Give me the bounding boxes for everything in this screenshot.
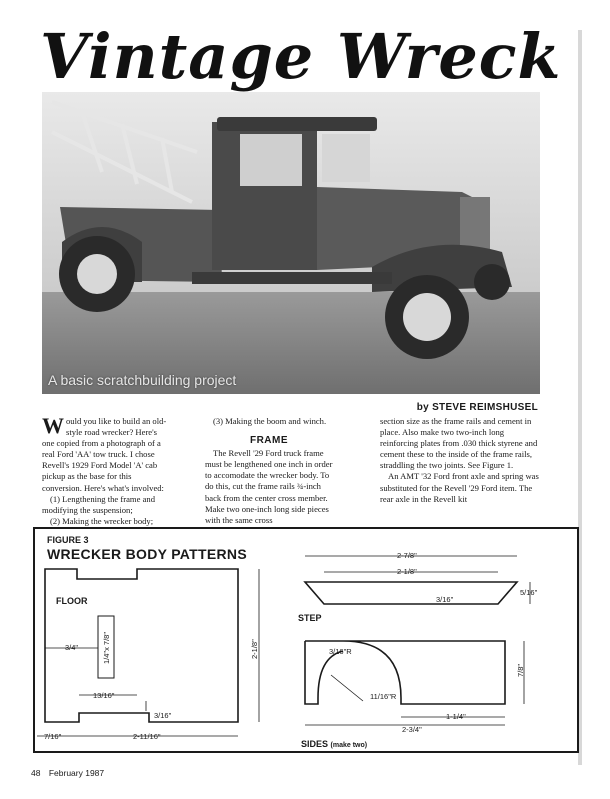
dim-floor-2-11-16: 2-11/16" <box>133 732 161 741</box>
dim-step-2-7-8: 2-7/8" <box>397 551 417 560</box>
dim-line <box>330 674 364 702</box>
truck-illustration <box>42 92 540 394</box>
dim-step-3-16: 3/16" <box>436 595 454 604</box>
byline: by STEVE REIMSHUSEL <box>416 402 538 413</box>
step-outline <box>303 581 519 605</box>
dim-step-2-1-8: 2-1/8" <box>397 567 417 576</box>
intro-text: ould you like to build an old-style road… <box>42 416 167 493</box>
figure-label: FIGURE 3 <box>47 535 89 545</box>
drop-cap: W <box>42 413 64 438</box>
floor-label: FLOOR <box>56 596 88 606</box>
dim-side-2-3-4: 2-3/4" <box>402 725 422 734</box>
issue-date: February 1987 <box>48 768 105 778</box>
dim-floor-7-16: 7/16" <box>44 732 62 741</box>
dim-floor-2-1-8: 2-1/8" <box>250 639 259 659</box>
frame-paragraph: The Revell '29 Ford truck frame must be … <box>205 448 333 525</box>
dim-side-11-16-r: 11/16"R <box>370 692 397 701</box>
floor-outline <box>44 568 239 723</box>
figure-box <box>33 527 579 753</box>
col3-paragraph-2: An AMT '32 Ford front axle and spring wa… <box>380 471 539 504</box>
dim-step-5-16: 5/16" <box>520 588 538 597</box>
dim-floor-3-4: 3/4" <box>65 643 78 652</box>
dim-side-3-16-r: 3/16"R <box>329 647 352 656</box>
article-title: Vintage Wrecker <box>40 20 560 93</box>
figure-title: WRECKER BODY PATTERNS <box>47 546 247 562</box>
page-footer: 48 February 1987 <box>31 768 110 778</box>
sides-label-text: SIDES <box>301 739 328 749</box>
step-label: STEP <box>298 613 322 623</box>
dim-floor-13-16: 13/16" <box>93 691 115 700</box>
text-column-2: (3) Making the boom and winch. FRAME The… <box>205 416 333 526</box>
list-item-2: (2) Making the wrecker body; <box>50 515 154 526</box>
floor-part <box>97 615 115 679</box>
text-column-3: section size as the frame rails and ceme… <box>380 416 540 505</box>
body-patterns-drawing: FLOOR 1/4"x 7/8" 3/4" 13/16" 3/16" 7/16"… <box>37 551 538 749</box>
side-outline <box>304 640 506 705</box>
section-heading-frame: FRAME <box>249 435 289 447</box>
page-number: 48 <box>31 768 41 778</box>
col3-paragraph-1: section size as the frame rails and ceme… <box>380 416 538 471</box>
photo-caption: A basic scratchbuilding project <box>48 372 237 388</box>
sides-note: (make two) <box>331 742 368 749</box>
list-item-1: (1) Lengthening the frame and modifying … <box>42 493 155 515</box>
dim-side-7-8: 7/8" <box>516 664 525 677</box>
page-edge <box>578 30 582 765</box>
list-item-3: (3) Making the boom and winch. <box>213 416 327 426</box>
dim-side-1-1-4: 1-1/4" <box>446 712 466 721</box>
sides-label: SIDES (make two) <box>301 739 367 749</box>
dim-floor-3-16: 3/16" <box>154 711 172 720</box>
truck-photo: A basic scratchbuilding project <box>42 92 540 394</box>
dim-part-size: 1/4"x 7/8" <box>102 632 111 664</box>
